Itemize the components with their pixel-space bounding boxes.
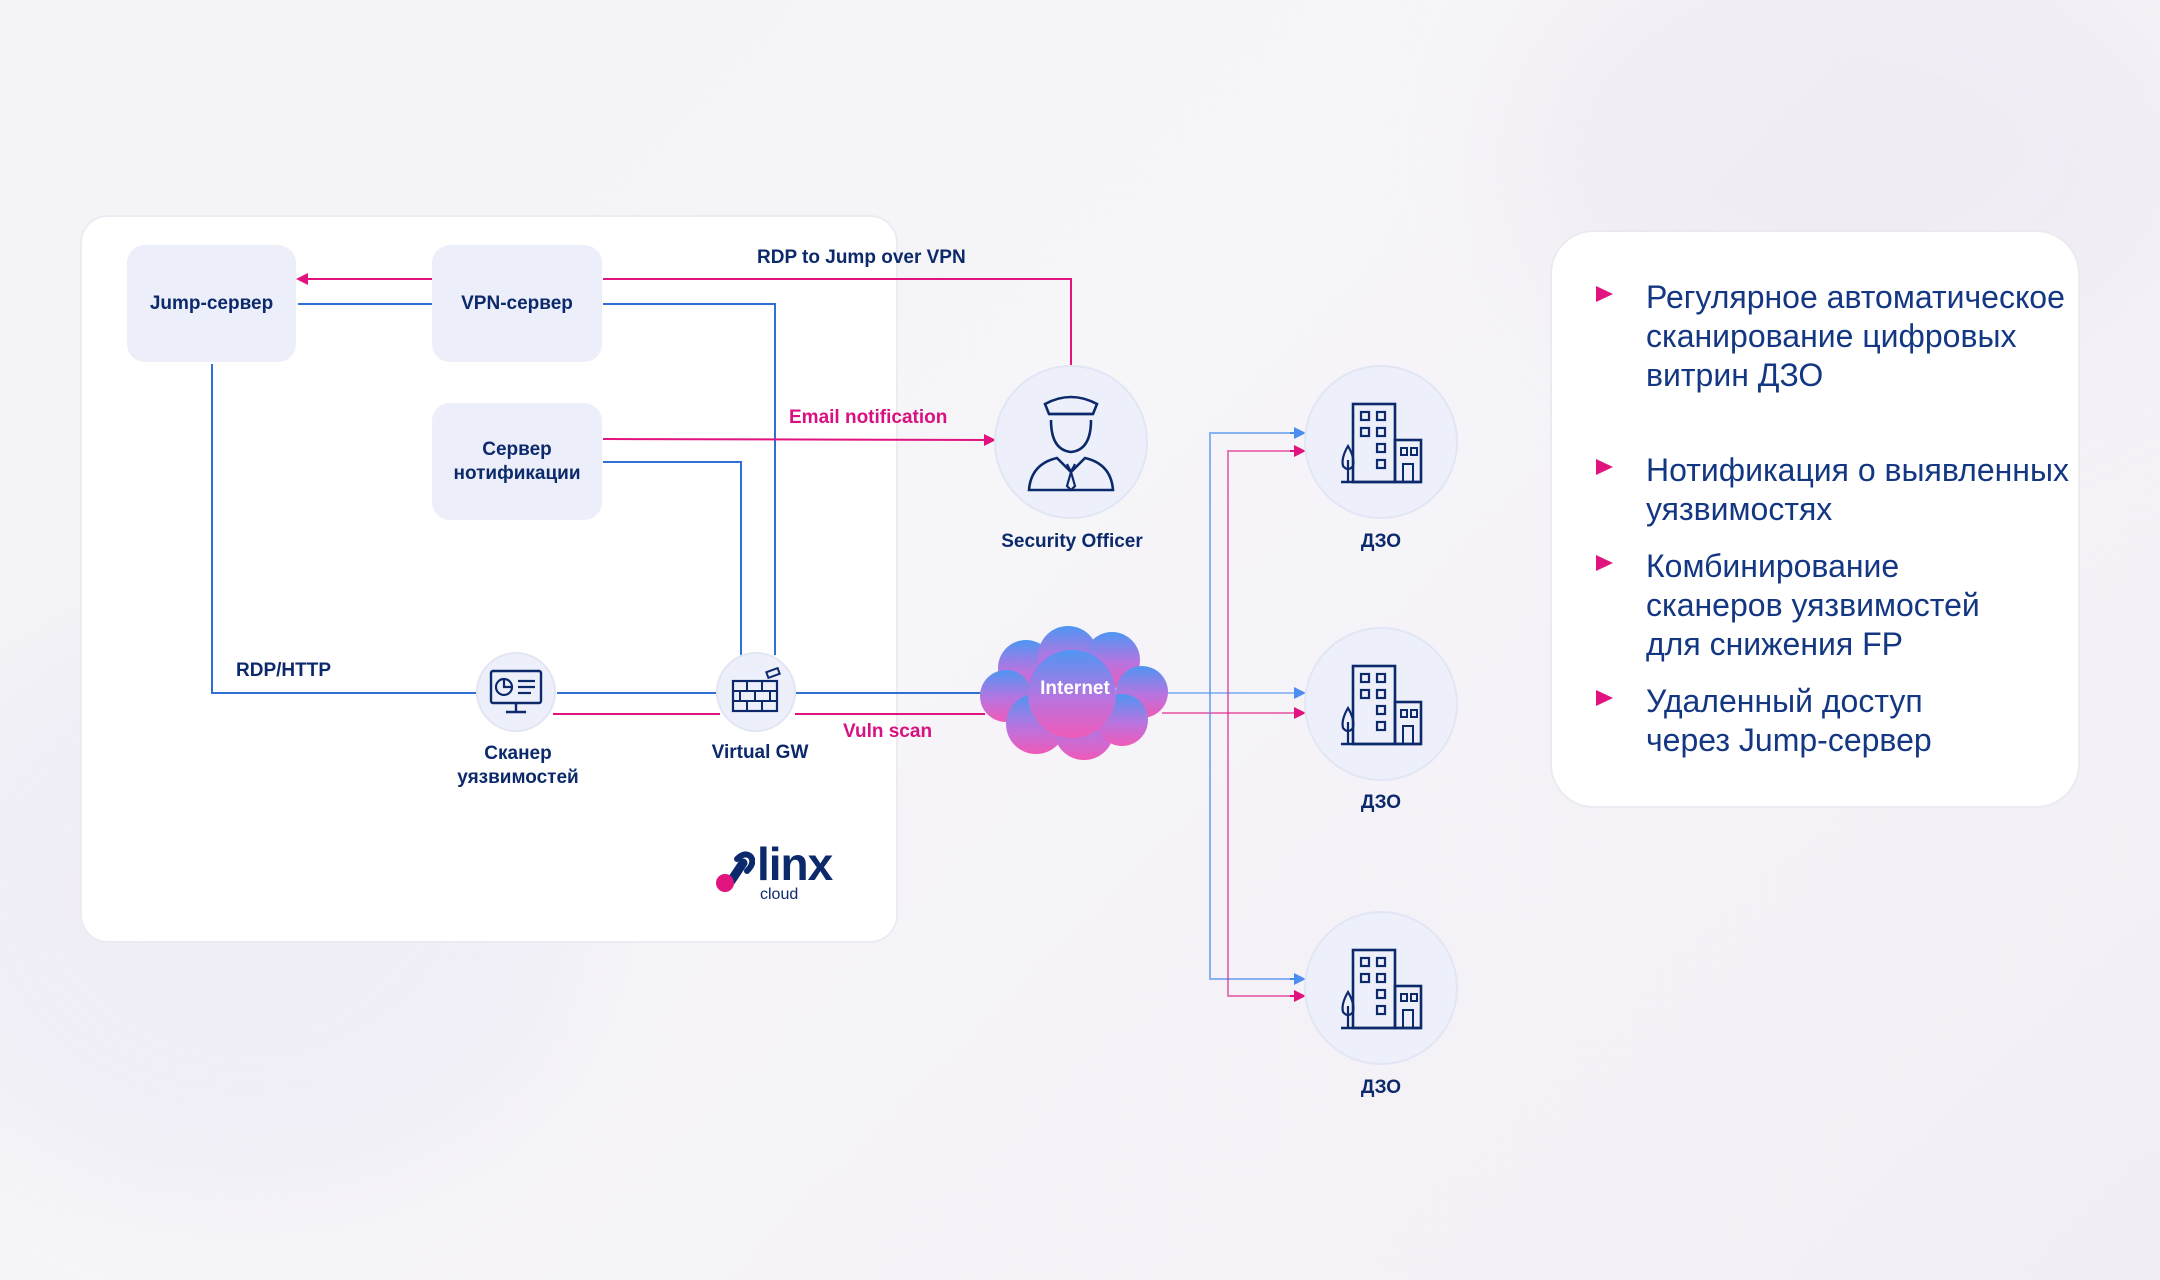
bullet-triangle-icon	[1596, 286, 1613, 302]
edge-label-rdp-vpn: RDP to Jump over VPN	[757, 247, 966, 268]
feature-item-4: Удаленный доступ через Jump-сервер	[1596, 682, 2006, 760]
feature-text-4: Удаленный доступ через Jump-сервер	[1646, 683, 1932, 758]
edge-label-rdp-http: RDP/HTTP	[236, 660, 331, 681]
notification-server-node: Сервер нотификации	[432, 403, 602, 520]
line-email	[602, 433, 996, 446]
dzo-node-3	[1304, 911, 1458, 1065]
dzo-label-1: ДЗО	[1360, 531, 1402, 552]
monitor-chart-icon	[489, 669, 543, 714]
dzo-label-2: ДЗО	[1360, 792, 1402, 813]
line-vpn-gw	[603, 303, 776, 655]
scanner-node	[476, 652, 556, 732]
jump-server-node: Jump-сервер	[127, 245, 296, 362]
security-officer-node	[994, 365, 1148, 519]
bullet-triangle-icon	[1596, 690, 1613, 706]
line-rdp-vpn	[603, 278, 1072, 365]
scanner-label: Сканер уязвимостей	[457, 743, 579, 788]
linx-cloud-logo: linx cloud	[715, 838, 855, 905]
bullet-triangle-icon	[1596, 459, 1613, 475]
dzo-node-1	[1304, 365, 1458, 519]
notification-server-label: Сервер нотификации	[453, 438, 581, 484]
office-building-icon	[1341, 948, 1423, 1030]
line-dzo-pink-bus	[1227, 450, 1304, 997]
line-dzo-blue-bus	[1209, 432, 1304, 980]
features-card: Регулярное автоматическое сканирование ц…	[1550, 230, 2080, 808]
logo-word: linx	[757, 838, 833, 890]
dzo-label-3: ДЗО	[1360, 1077, 1402, 1098]
virtual-gw-node	[716, 652, 796, 732]
dzo-node-2	[1304, 627, 1458, 781]
vpn-server-node: VPN-сервер	[432, 245, 602, 362]
virtual-gw-label: Virtual GW	[711, 742, 809, 763]
firewall-icon	[731, 667, 781, 713]
internet-label: Internet	[1040, 678, 1110, 699]
feature-item-3: Комбинирование сканеров уязвимостей для …	[1596, 547, 2036, 664]
edge-label-email: Email notification	[789, 407, 948, 428]
feature-text-2: Нотификация о выявленных уязвимостях	[1646, 452, 2069, 527]
feature-item-2: Нотификация о выявленных уязвимостях	[1596, 451, 2086, 529]
link-chain-icon	[716, 851, 755, 892]
security-officer-label: Security Officer	[1001, 531, 1143, 552]
vpn-server-label: VPN-сервер	[461, 292, 573, 314]
jump-server-label: Jump-сервер	[149, 292, 274, 314]
internet-cloud	[980, 626, 1168, 760]
security-officer-icon	[1027, 395, 1115, 492]
logo-sub: cloud	[760, 886, 799, 903]
feature-text-3: Комбинирование сканеров уязвимостей для …	[1646, 548, 1980, 662]
line-notify-gw	[603, 461, 742, 655]
office-building-icon	[1341, 664, 1423, 746]
bullet-triangle-icon	[1596, 555, 1613, 571]
line-rdp-http	[211, 364, 477, 694]
feature-item-1: Регулярное автоматическое сканирование ц…	[1596, 278, 2086, 395]
feature-text-1: Регулярное автоматическое сканирование ц…	[1646, 279, 2065, 393]
edge-label-vuln-scan: Vuln scan	[843, 721, 933, 742]
office-building-icon	[1341, 402, 1423, 484]
